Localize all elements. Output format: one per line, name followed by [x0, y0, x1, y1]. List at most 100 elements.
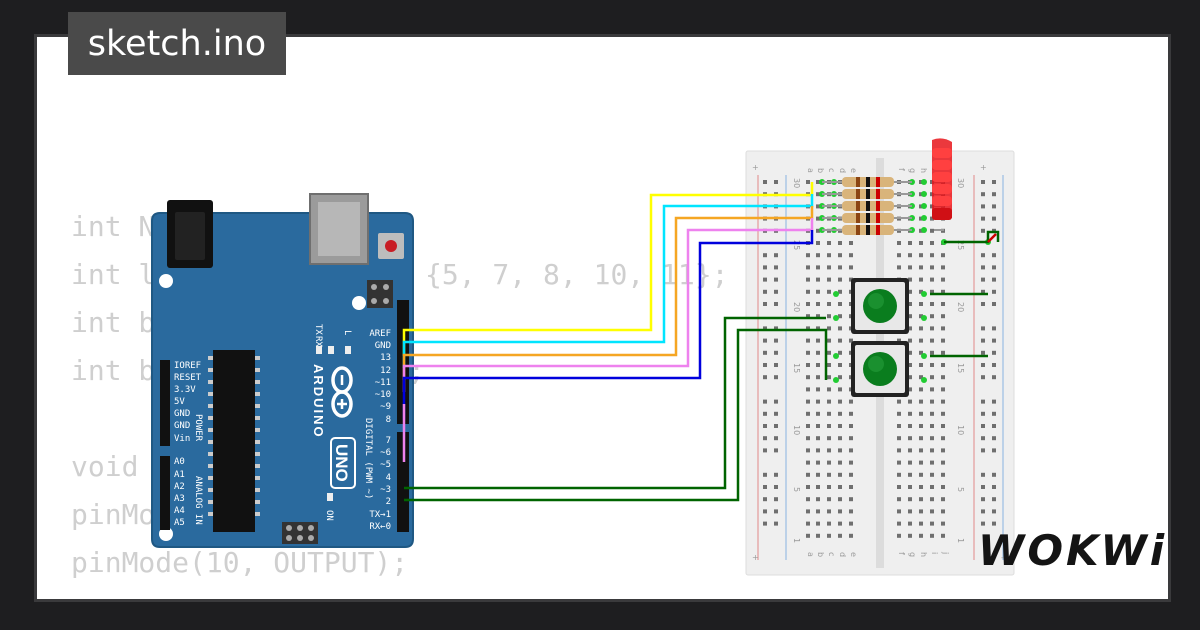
rail-hole	[774, 180, 778, 184]
breadboard-hole	[941, 265, 945, 270]
breadboard-hole	[806, 509, 810, 514]
breadboard-hole	[930, 448, 934, 453]
rail-hole	[981, 424, 985, 428]
breadboard-hole	[838, 472, 842, 477]
breadboard-hole	[838, 521, 842, 526]
row-number: 30	[792, 178, 801, 188]
rail-hole	[763, 411, 767, 416]
breadboard-hole	[806, 399, 810, 404]
breadboard-hole	[827, 253, 831, 258]
sketch-filename-tab[interactable]: sketch.ino	[68, 12, 286, 75]
breadboard-hole	[941, 460, 945, 465]
rail-hole	[981, 363, 985, 367]
breadboard-hole	[919, 192, 923, 197]
breadboard-hole	[806, 424, 810, 428]
breadboard-hole	[806, 363, 810, 367]
rail-hole	[774, 326, 778, 331]
breadboard-hole	[919, 204, 923, 209]
breadboard-hole	[816, 228, 820, 233]
breadboard-hole	[908, 241, 912, 245]
led-stack[interactable]	[932, 138, 952, 231]
row-number: 1	[792, 538, 801, 543]
breadboard-hole	[816, 180, 820, 184]
breadboard-hole	[838, 253, 842, 258]
col-letter: f	[897, 552, 906, 555]
rail-hole	[763, 509, 767, 514]
pin-label: A4	[174, 506, 185, 516]
breadboard-hole	[806, 460, 810, 465]
connected-hole	[833, 377, 839, 383]
breadboard-hole	[919, 521, 923, 526]
breadboard-hole	[816, 338, 820, 343]
col-letter: c	[827, 552, 836, 556]
pushbutton[interactable]	[851, 341, 909, 397]
row-number: 20	[792, 302, 801, 312]
breadboard-hole	[806, 302, 810, 306]
col-letter: b	[816, 168, 825, 173]
breadboard-hole	[930, 314, 934, 319]
on-label: ON	[324, 510, 334, 521]
breadboard-hole	[816, 533, 820, 538]
rail-hole	[981, 485, 985, 489]
wires[interactable]	[402, 182, 1000, 502]
breadboard-hole	[816, 350, 820, 355]
rail-hole	[763, 436, 767, 441]
rail-hole	[992, 265, 996, 270]
breadboard-hole	[941, 411, 945, 416]
breadboard-hole	[849, 509, 853, 514]
breadboard-hole	[930, 289, 934, 294]
connected-hole	[921, 215, 927, 221]
pushbutton[interactable]	[851, 278, 909, 334]
resistor-array[interactable]	[822, 177, 912, 235]
wire-pin8	[402, 230, 814, 420]
breadboard-hole	[827, 460, 831, 465]
breadboard-hole	[908, 485, 912, 489]
power-header	[160, 360, 170, 446]
breadboard-hole	[827, 399, 831, 404]
rail-hole	[992, 326, 996, 331]
connected-hole	[921, 315, 927, 321]
rail-plus-label: +	[980, 163, 987, 172]
breadboard-hole	[838, 375, 842, 380]
pin-label: ~9	[380, 402, 391, 412]
breadboard-hole	[908, 448, 912, 453]
rail-hole	[774, 289, 778, 294]
connected-hole	[921, 227, 927, 233]
breadboard-hole	[908, 363, 912, 367]
breadboard-hole	[806, 533, 810, 538]
breadboard-hole	[806, 485, 810, 489]
wokwi-logo[interactable]: WOKWi	[978, 526, 1168, 575]
rail-hole	[992, 277, 996, 282]
breadboard-hole	[849, 277, 853, 282]
breadboard-hole	[827, 448, 831, 453]
row-number: 25	[956, 240, 965, 250]
breadboard-hole	[849, 521, 853, 526]
breadboard-hole	[827, 350, 831, 355]
pin-label: ~5	[380, 460, 391, 470]
rail-hole	[992, 192, 996, 197]
breadboard-hole	[849, 253, 853, 258]
rail-hole	[774, 497, 778, 502]
rail-hole	[774, 265, 778, 270]
breadboard-hole	[919, 363, 923, 367]
breadboard-hole	[827, 509, 831, 514]
breadboard-hole	[908, 289, 912, 294]
pin-label: 13	[380, 353, 391, 363]
connected-hole	[921, 353, 927, 359]
rail-hole	[774, 350, 778, 355]
breadboard-hole	[930, 253, 934, 258]
breadboard-hole	[941, 472, 945, 477]
breadboard-hole	[941, 338, 945, 343]
breadboard-hole	[838, 387, 842, 392]
mount-hole	[159, 274, 173, 288]
breadboard-hole	[908, 436, 912, 441]
rail-hole	[992, 436, 996, 441]
col-letter: d	[838, 168, 847, 173]
breadboard-hole	[897, 338, 901, 343]
breadboard-hole	[806, 472, 810, 477]
breadboard-hole	[930, 375, 934, 380]
arduino-uno-board[interactable]: IOREF RESET 3.3V 5V GND GND Vin POWER A0…	[151, 193, 414, 548]
breadboard-hole	[806, 436, 810, 441]
breadboard-hole	[806, 375, 810, 380]
breadboard-hole	[838, 314, 842, 319]
